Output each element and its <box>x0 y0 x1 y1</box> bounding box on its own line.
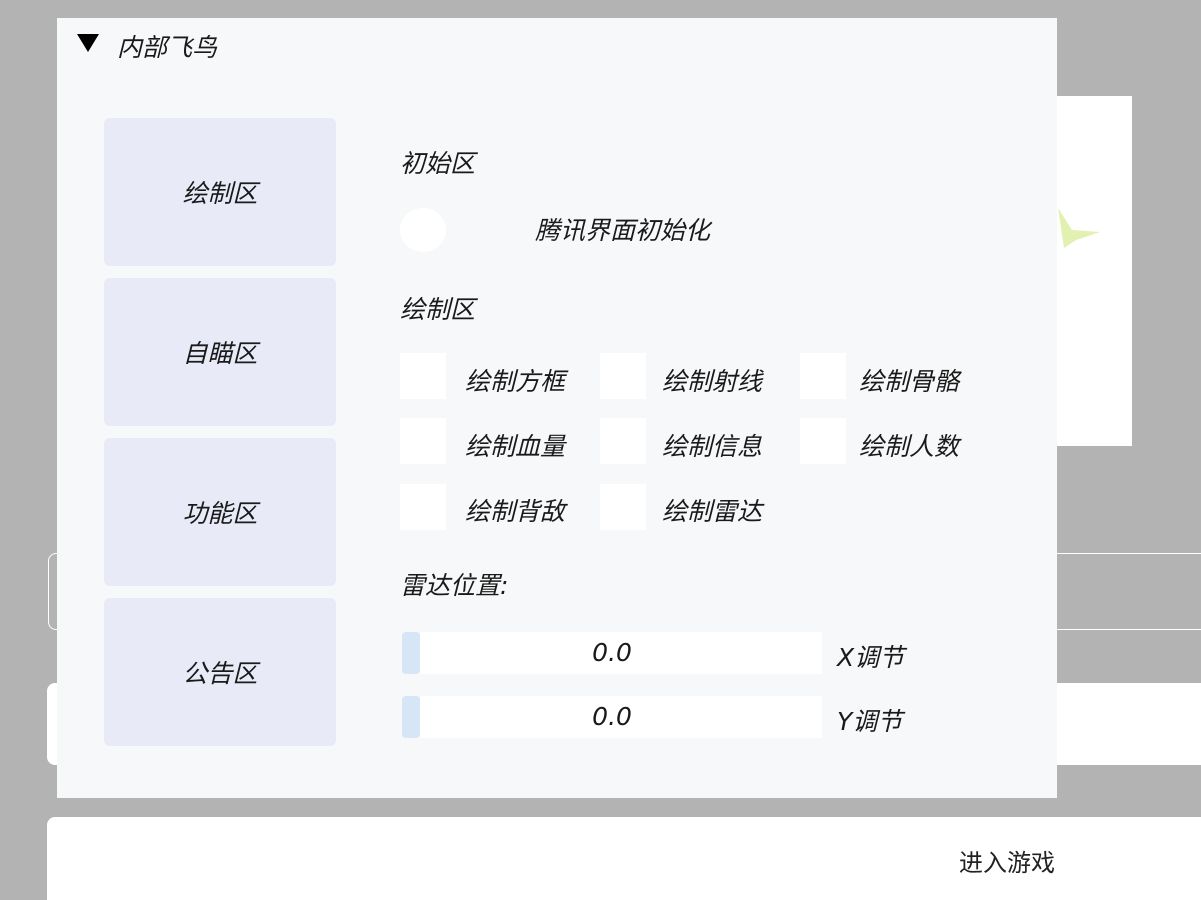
checkbox-draw-behind[interactable] <box>400 484 446 530</box>
checkbox-draw-radar[interactable] <box>600 484 646 530</box>
radar-x-label: X调节 <box>837 643 905 672</box>
init-toggle[interactable] <box>400 208 446 252</box>
slider-track <box>420 696 822 738</box>
collapse-triangle-icon[interactable] <box>75 30 101 56</box>
checkbox-draw-count[interactable] <box>800 418 846 464</box>
radar-y-label: Y调节 <box>837 707 903 736</box>
background-panel <box>1056 96 1132 446</box>
checkbox-draw-count-label: 绘制人数 <box>859 432 960 461</box>
checkbox-draw-behind-label: 绘制背敌 <box>465 497 566 526</box>
enter-game-button[interactable]: 进入游戏 <box>47 817 1201 900</box>
checkbox-draw-ray[interactable] <box>600 353 646 399</box>
menu-window: 内部飞鸟 绘制区 自瞄区 功能区 公告区 初始区 腾讯界面初始化 绘制区 绘制方… <box>57 18 1057 798</box>
checkbox-draw-skeleton[interactable] <box>800 353 846 399</box>
radar-y-slider[interactable]: 0.0 <box>402 696 822 738</box>
slider-track <box>420 632 822 674</box>
window-title: 内部飞鸟 <box>117 33 218 62</box>
init-section-title: 初始区 <box>400 149 476 178</box>
radar-x-slider[interactable]: 0.0 <box>402 632 822 674</box>
nav-notice-button[interactable]: 公告区 <box>104 598 336 746</box>
enter-game-label: 进入游戏 <box>959 849 1055 877</box>
checkbox-draw-info[interactable] <box>600 418 646 464</box>
checkbox-draw-ray-label: 绘制射线 <box>662 367 763 396</box>
slider-value: 0.0 <box>592 638 632 667</box>
checkbox-draw-skeleton-label: 绘制骨骼 <box>859 367 960 396</box>
leaf-decoration-icon <box>1058 208 1100 248</box>
slider-handle[interactable] <box>402 632 420 674</box>
window-header[interactable]: 内部飞鸟 <box>57 18 1057 74</box>
checkbox-draw-box[interactable] <box>400 353 446 399</box>
draw-section-title: 绘制区 <box>400 295 476 324</box>
init-toggle-label: 腾讯界面初始化 <box>535 216 711 245</box>
checkbox-draw-box-label: 绘制方框 <box>465 367 566 396</box>
slider-handle[interactable] <box>402 696 420 738</box>
radar-section-title: 雷达位置: <box>400 571 509 600</box>
checkbox-draw-health-label: 绘制血量 <box>465 432 566 461</box>
checkbox-draw-info-label: 绘制信息 <box>662 432 763 461</box>
nav-aim-button[interactable]: 自瞄区 <box>104 278 336 426</box>
checkbox-draw-radar-label: 绘制雷达 <box>662 497 763 526</box>
slider-value: 0.0 <box>592 702 632 731</box>
nav-function-button[interactable]: 功能区 <box>104 438 336 586</box>
checkbox-draw-health[interactable] <box>400 418 446 464</box>
nav-draw-button[interactable]: 绘制区 <box>104 118 336 266</box>
